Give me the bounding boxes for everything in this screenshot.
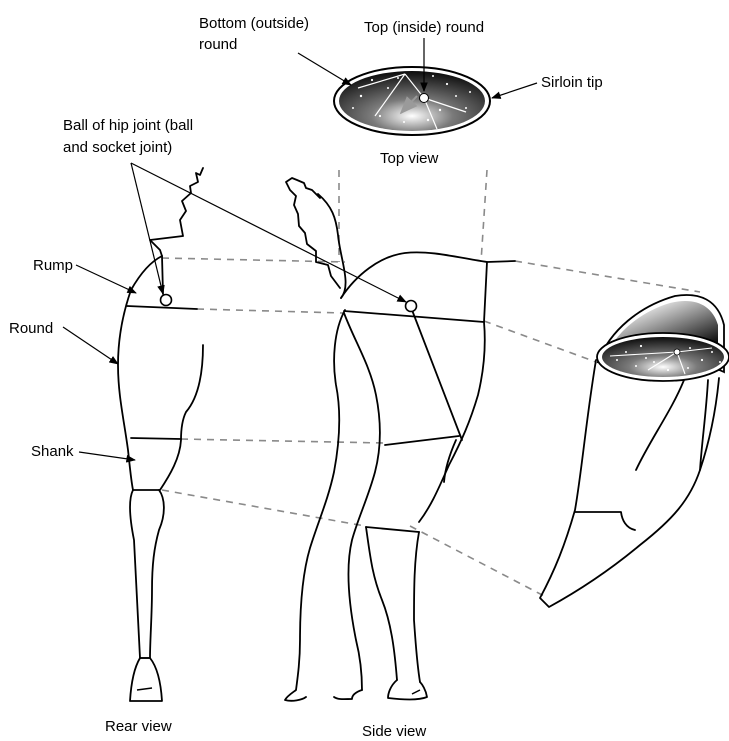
label-side-view: Side view <box>362 723 426 740</box>
arrow-hip-joint-side <box>131 163 406 302</box>
label-top-round: Top (inside) round <box>364 19 484 36</box>
top-view-cross-section <box>334 67 490 135</box>
label-round: Round <box>9 320 53 337</box>
label-top-view: Top view <box>380 150 439 167</box>
arrow-rump <box>76 265 136 293</box>
side-view-leg <box>285 178 515 701</box>
label-bottom-round-line1: Bottom (outside) <box>199 15 309 32</box>
label-rump: Rump <box>33 257 73 274</box>
rear-view-leg <box>118 168 203 701</box>
arrow-sirloin-tip <box>492 83 537 98</box>
arrow-hip-joint-rear <box>131 163 163 294</box>
label-shank: Shank <box>31 443 74 460</box>
arrow-round <box>63 327 118 364</box>
projection-lines <box>162 170 700 598</box>
label-hip-joint-line2: and socket joint) <box>63 139 172 156</box>
arrow-bottom-round <box>298 53 351 85</box>
separated-round-cut <box>540 295 729 607</box>
arrow-shank <box>79 452 135 460</box>
label-rear-view: Rear view <box>105 718 172 735</box>
label-hip-joint-line1: Ball of hip joint (ball <box>63 117 193 134</box>
label-sirloin-tip: Sirloin tip <box>541 74 603 91</box>
label-bottom-round-line2: round <box>199 36 237 53</box>
